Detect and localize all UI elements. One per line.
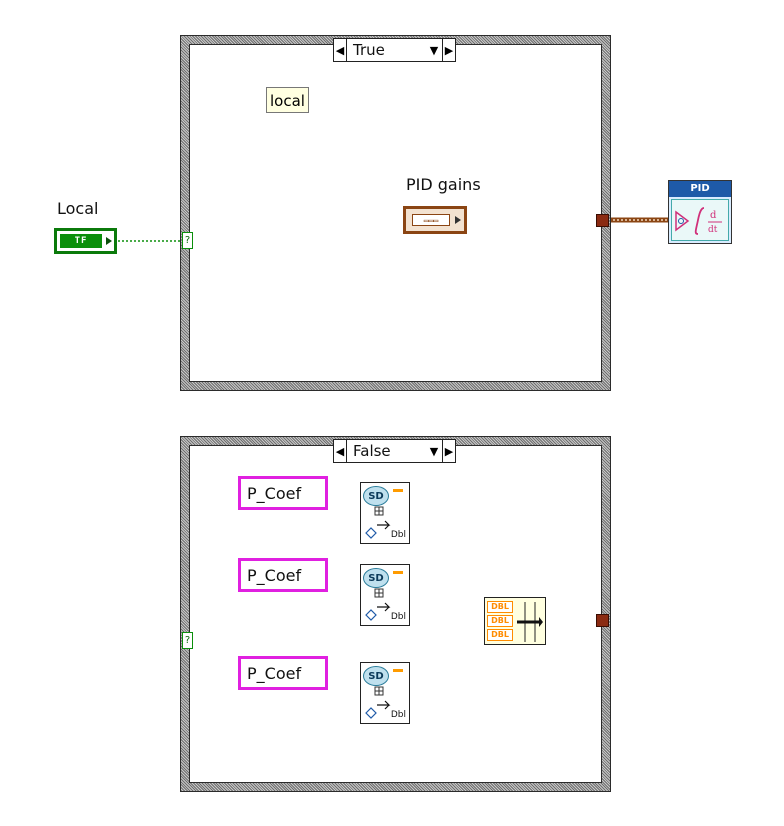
boolean-type-text: TF xyxy=(60,234,102,248)
shared-variable-label: P_Coef xyxy=(247,663,302,683)
case-structure-true[interactable] xyxy=(181,36,610,390)
decrement-arrow-icon[interactable]: ◀ xyxy=(334,440,347,462)
output-tunnel-true[interactable] xyxy=(596,214,609,227)
data-type-label: Dbl xyxy=(390,612,406,622)
conversion-icon xyxy=(365,506,391,539)
case-selector-false[interactable]: ◀ False ▼ ▶ xyxy=(333,439,456,463)
shared-variable-p-coef[interactable]: P_Coef xyxy=(238,558,328,592)
bundle-arrow-icon xyxy=(517,602,543,642)
cluster-type-icon: ▭▭▭ xyxy=(412,214,450,226)
double-output-icon xyxy=(393,489,403,492)
pid-gains-label: PID gains xyxy=(406,175,481,194)
conversion-icon xyxy=(365,686,391,719)
shared-variable-p-coef[interactable]: P_Coef xyxy=(238,656,328,690)
pid-gains-terminal[interactable]: ▭▭▭ xyxy=(403,206,467,234)
bundle-node[interactable]: DBL DBL DBL xyxy=(484,597,546,645)
local-variable-label: local xyxy=(270,92,305,110)
sd-badge: SD xyxy=(363,568,389,588)
shared-variable-label: P_Coef xyxy=(247,565,302,585)
bundle-input-3: DBL xyxy=(487,629,513,641)
bundle-input-1: DBL xyxy=(487,601,513,613)
pid-header: PID xyxy=(669,181,731,197)
selector-glyph: ? xyxy=(184,235,191,246)
case-selector-label: True xyxy=(353,41,385,59)
pid-vi-icon[interactable]: PID d dt xyxy=(668,180,732,244)
local-control-label: Local xyxy=(57,199,99,218)
local-boolean-terminal[interactable]: TF xyxy=(54,228,117,254)
sd-badge: SD xyxy=(363,666,389,686)
case-selector-true[interactable]: ◀ True ▼ ▶ xyxy=(333,38,456,62)
increment-arrow-icon[interactable]: ▶ xyxy=(442,39,455,61)
pid-symbol-icon: d dt xyxy=(675,207,722,235)
variant-to-data-node[interactable]: SD Dbl xyxy=(360,482,410,544)
output-tunnel-false[interactable] xyxy=(596,614,609,627)
dropdown-arrow-icon[interactable]: ▼ xyxy=(429,43,439,57)
local-variable[interactable]: local xyxy=(266,87,309,113)
output-arrow-icon xyxy=(455,216,461,224)
increment-arrow-icon[interactable]: ▶ xyxy=(442,440,455,462)
dropdown-arrow-icon[interactable]: ▼ xyxy=(429,444,439,458)
decrement-arrow-icon[interactable]: ◀ xyxy=(334,39,347,61)
data-type-label: Dbl xyxy=(390,710,406,720)
case-selector-label: False xyxy=(353,442,391,460)
shared-variable-label: P_Coef xyxy=(247,483,302,503)
pid-integral-icon: d dt xyxy=(671,199,729,241)
svg-text:d: d xyxy=(710,210,717,221)
svg-text:dt: dt xyxy=(708,225,718,235)
bundle-input-2: DBL xyxy=(487,615,513,627)
case-selector-terminal-true[interactable]: ? xyxy=(182,232,193,249)
shared-variable-p-coef[interactable]: P_Coef xyxy=(238,476,328,510)
case-selector-terminal-false[interactable]: ? xyxy=(182,632,193,649)
variant-to-data-node[interactable]: SD Dbl xyxy=(360,662,410,724)
output-arrow-icon xyxy=(106,237,112,245)
sd-badge: SD xyxy=(363,486,389,506)
data-type-label: Dbl xyxy=(390,530,406,540)
selector-glyph: ? xyxy=(184,635,191,646)
variant-to-data-node[interactable]: SD Dbl xyxy=(360,564,410,626)
double-output-icon xyxy=(393,571,403,574)
double-output-icon xyxy=(393,669,403,672)
conversion-icon xyxy=(365,588,391,621)
